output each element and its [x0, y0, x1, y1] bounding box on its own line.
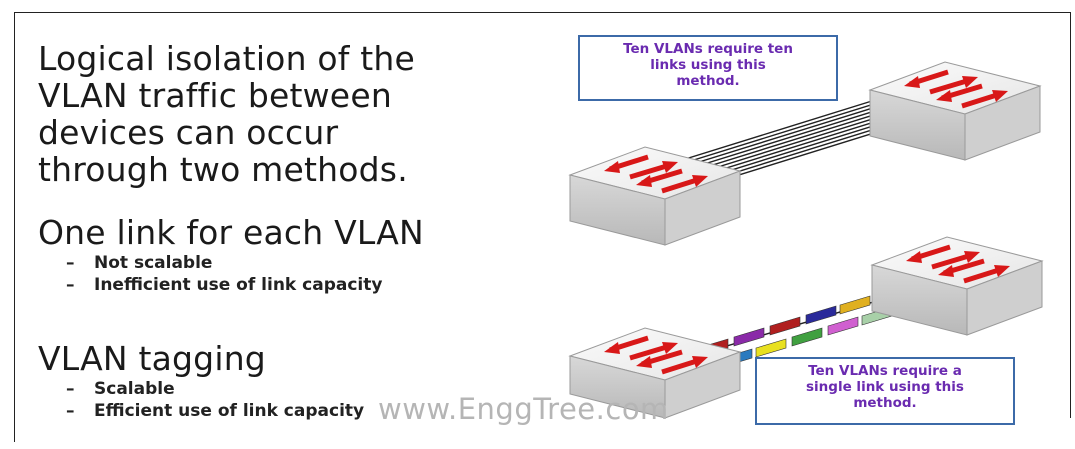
- method2-bullet: –Scalable: [66, 378, 175, 400]
- heading-line: VLAN traffic between: [38, 76, 392, 115]
- vlan-tag: [805, 305, 837, 325]
- switch-icon: [568, 327, 742, 419]
- method2-title: VLAN tagging: [38, 339, 266, 378]
- arrow-icon: [906, 244, 1010, 284]
- method2-bullet: –Efficient use of link capacity: [66, 400, 364, 422]
- callout-single-link: Ten VLANs require a single link using th…: [755, 357, 1015, 425]
- watermark: www.EnggTree.com: [378, 392, 669, 426]
- bullet-dash: –: [66, 253, 75, 273]
- callout-line: Ten VLANs require ten: [623, 41, 793, 57]
- slide-border-right: [1070, 12, 1071, 418]
- slide-border-top: [14, 12, 1071, 13]
- switch-icon: [868, 61, 1042, 161]
- method1-bullet-text: Not scalable: [94, 253, 213, 273]
- switch-icon: [870, 236, 1044, 336]
- method1-title: One link for each VLAN: [38, 213, 424, 252]
- callout-line: links using this: [650, 57, 766, 73]
- vlan-tag: [769, 316, 801, 336]
- bullet-dash: –: [66, 401, 75, 421]
- callout-line: Ten VLANs require a: [808, 363, 962, 379]
- method2-bullet-text: Scalable: [94, 379, 175, 399]
- vlan-tag: [839, 295, 871, 315]
- callout-line: method.: [676, 73, 740, 89]
- vlan-tag: [733, 327, 765, 347]
- heading-line: through two methods.: [38, 150, 408, 189]
- slide-border-left: [14, 12, 15, 442]
- vlan-tag: [827, 316, 859, 336]
- bullet-dash: –: [66, 275, 75, 295]
- method1-bullet-text: Inefficient use of link capacity: [94, 275, 383, 295]
- heading-line: Logical isolation of the: [38, 39, 416, 78]
- switch-icon: [568, 146, 742, 246]
- callout-line: method.: [853, 395, 917, 411]
- arrow-icon: [604, 335, 708, 375]
- bullet-dash: –: [66, 379, 75, 399]
- vlan-tag: [791, 327, 823, 347]
- vlan-tag: [755, 338, 787, 358]
- method2-bullet-text: Efficient use of link capacity: [94, 401, 365, 421]
- arrow-icon: [904, 69, 1008, 109]
- heading-line: devices can occur: [38, 113, 339, 152]
- method1-bullet: –Not scalable: [66, 252, 212, 274]
- method1-bullet: –Inefficient use of link capacity: [66, 274, 382, 296]
- callout-ten-links: Ten VLANs require ten links using this m…: [578, 35, 838, 101]
- callout-line: single link using this: [806, 379, 964, 395]
- arrow-icon: [604, 154, 708, 194]
